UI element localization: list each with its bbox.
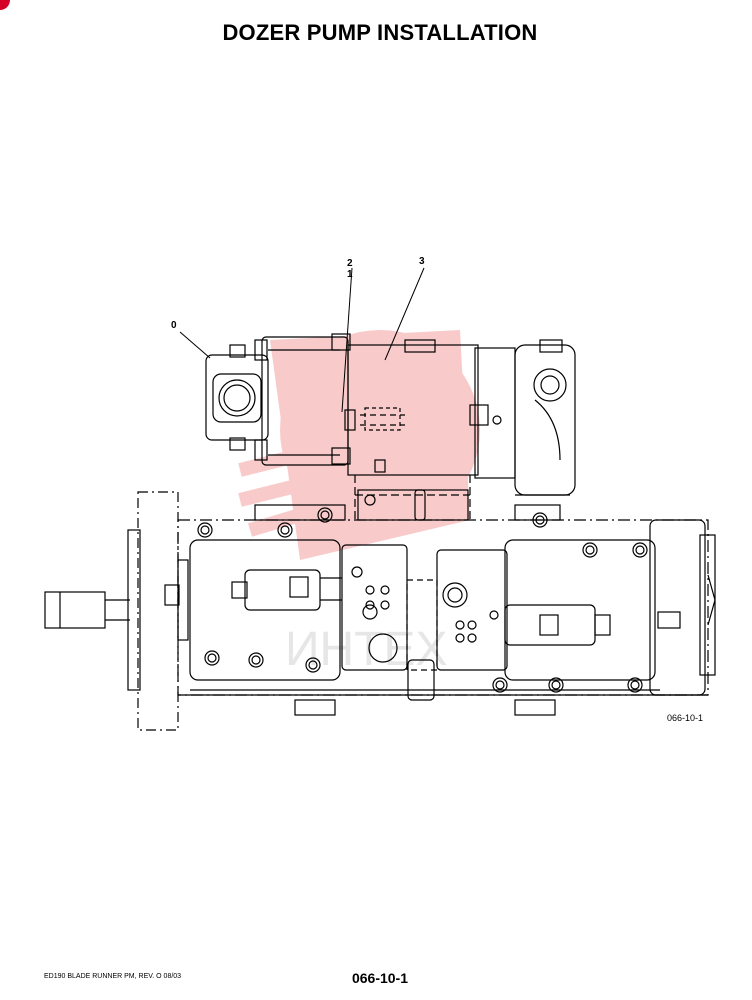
watermark-text: ИНТЕХ — [285, 623, 448, 676]
bolt-heads — [197, 507, 648, 693]
footer-page-number: 066-10-1 — [351, 970, 409, 986]
page-title: DOZER PUMP INSTALLATION — [222, 20, 538, 45]
callout-leaders — [179, 267, 425, 413]
callout-0: 0 — [171, 320, 177, 331]
callout-1: 1 — [347, 269, 353, 280]
footer-doc-info: ED190 BLADE RUNNER PM, REV. O 08/03 — [44, 973, 182, 980]
callout-3: 3 — [419, 256, 425, 267]
corner-tab-mark — [0, 0, 10, 10]
figure-id: 066-10-1 — [667, 713, 704, 723]
callout-2: 2 — [347, 258, 353, 269]
watermark-logo — [238, 330, 480, 560]
pump-linework — [44, 333, 716, 731]
